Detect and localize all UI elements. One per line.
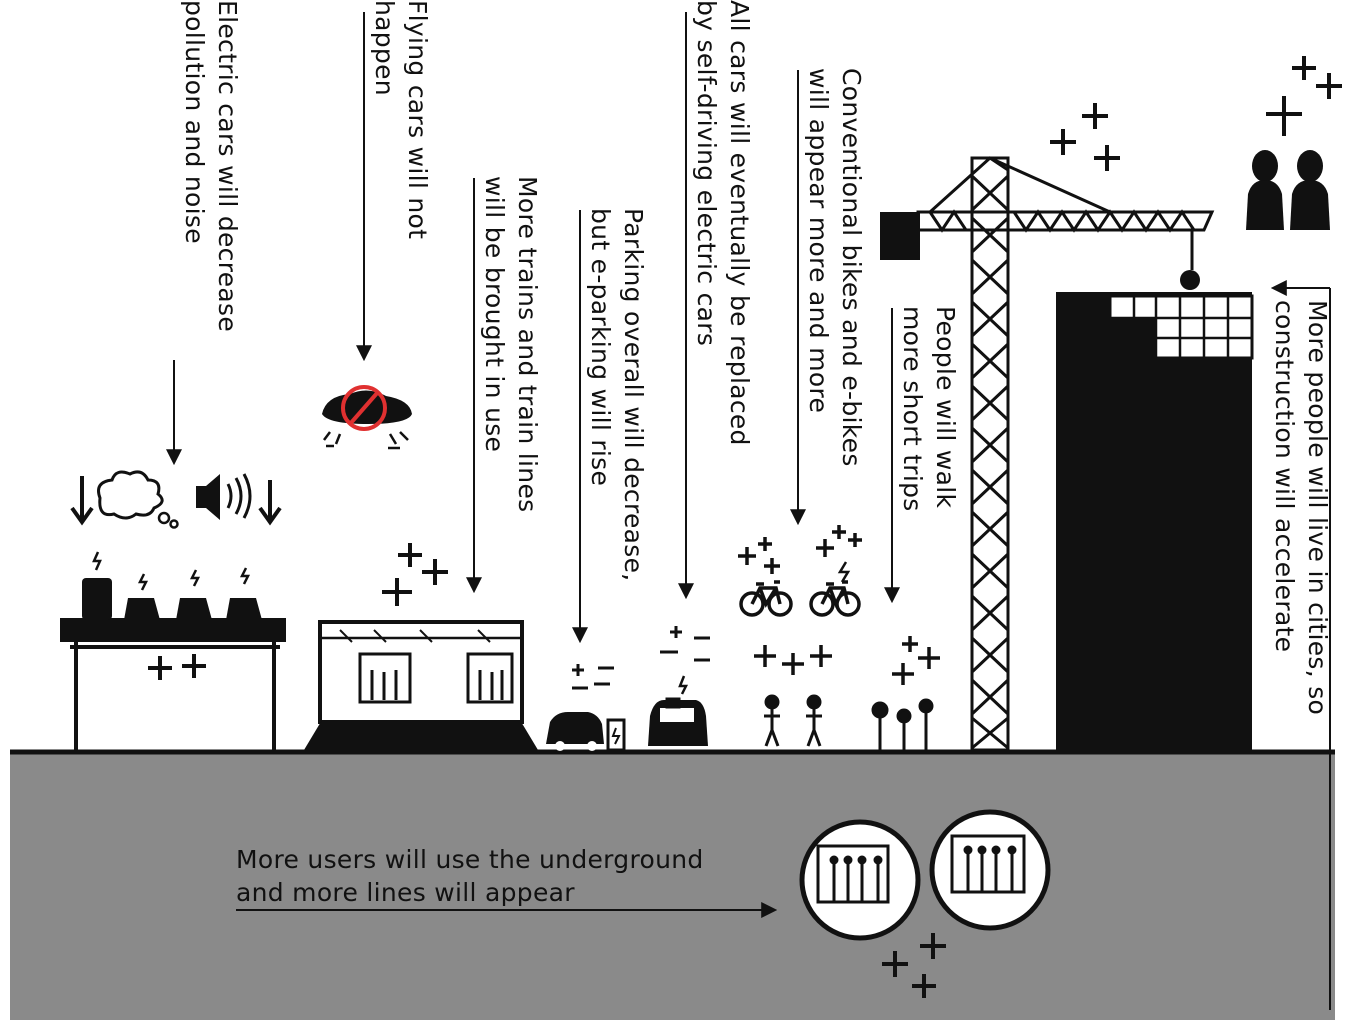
tree-icon bbox=[873, 700, 932, 750]
robot-car-icon bbox=[648, 676, 708, 746]
pedestrian-icon bbox=[764, 696, 822, 746]
plus-minus-parking bbox=[572, 664, 614, 688]
plus-signs-train bbox=[382, 543, 448, 606]
cloud-icon bbox=[99, 472, 163, 518]
label-walk: People will walk more short trips bbox=[896, 306, 962, 512]
ev-bridge bbox=[62, 620, 284, 750]
label-cities: More people will live in cities, so cons… bbox=[1268, 300, 1334, 715]
label-parking: Parking overall will decrease, but e-par… bbox=[584, 208, 650, 582]
ev-car-4 bbox=[226, 598, 262, 620]
ev-car-2 bbox=[124, 598, 160, 620]
plus-signs-crane bbox=[1050, 103, 1120, 171]
lightning-icons bbox=[94, 552, 248, 590]
label-electric-cars: Electric cars will decrease pollution an… bbox=[178, 0, 244, 332]
building-icon bbox=[1056, 292, 1252, 752]
bike-icon bbox=[741, 582, 791, 615]
plus-signs-pedestrians bbox=[754, 645, 832, 675]
charger-icon bbox=[608, 720, 624, 750]
crane-counterweight bbox=[880, 212, 920, 260]
plus-minus-selfdriving bbox=[660, 626, 710, 660]
ebike-icon bbox=[811, 562, 859, 615]
label-trains: More trains and train lines will be brou… bbox=[478, 176, 544, 512]
crane-hook bbox=[1180, 270, 1200, 290]
cloud-puff-small bbox=[171, 521, 178, 528]
label-bikes: Conventional bikes and e-bikes will appe… bbox=[802, 68, 868, 467]
train-icon bbox=[304, 622, 538, 750]
ev-car-1 bbox=[82, 578, 112, 620]
plus-signs-people bbox=[1266, 56, 1342, 136]
plus-signs-walk bbox=[892, 636, 940, 685]
label-flying-cars: Flying cars will not happen bbox=[368, 0, 434, 239]
flying-car-icon bbox=[322, 390, 412, 448]
ev-car-3 bbox=[176, 598, 212, 620]
ev-cars bbox=[82, 578, 262, 620]
label-self-driving: All cars will eventually be replaced by … bbox=[690, 0, 756, 446]
plus-signs-bridge bbox=[148, 654, 206, 680]
speaker-icon bbox=[196, 474, 250, 520]
parked-car-icon bbox=[546, 712, 604, 751]
cloud-puff bbox=[159, 513, 169, 523]
people-icon bbox=[1246, 150, 1330, 230]
label-underground: More users will use the underground and … bbox=[236, 843, 704, 909]
